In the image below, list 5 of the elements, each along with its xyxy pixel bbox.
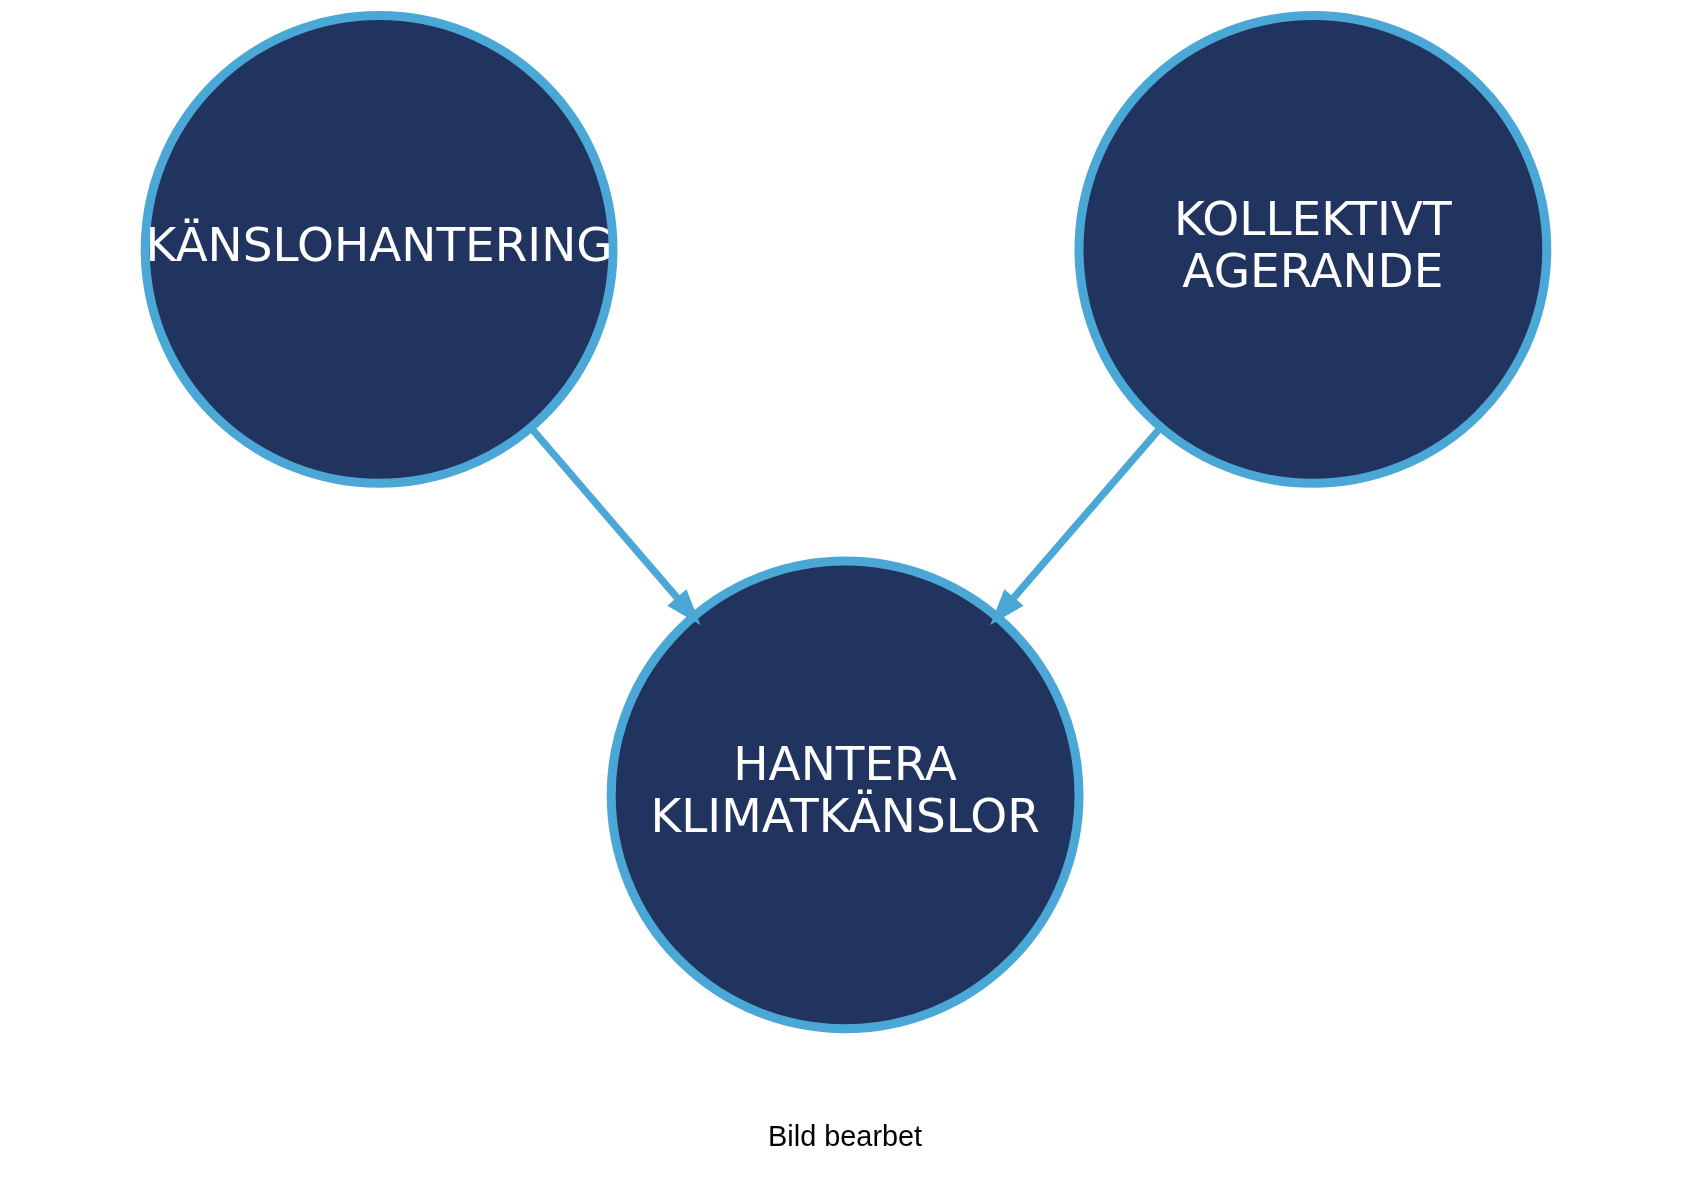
node-circle: KOLLEKTIVT AGERANDE [1073,11,1551,488]
node-circle: KÄNSLOHANTERING [140,11,618,488]
node-circle: HANTERA KLIMATKÄNSLOR [606,556,1083,1034]
arrow [989,425,1163,625]
label: Bild bearbet [767,1119,922,1152]
